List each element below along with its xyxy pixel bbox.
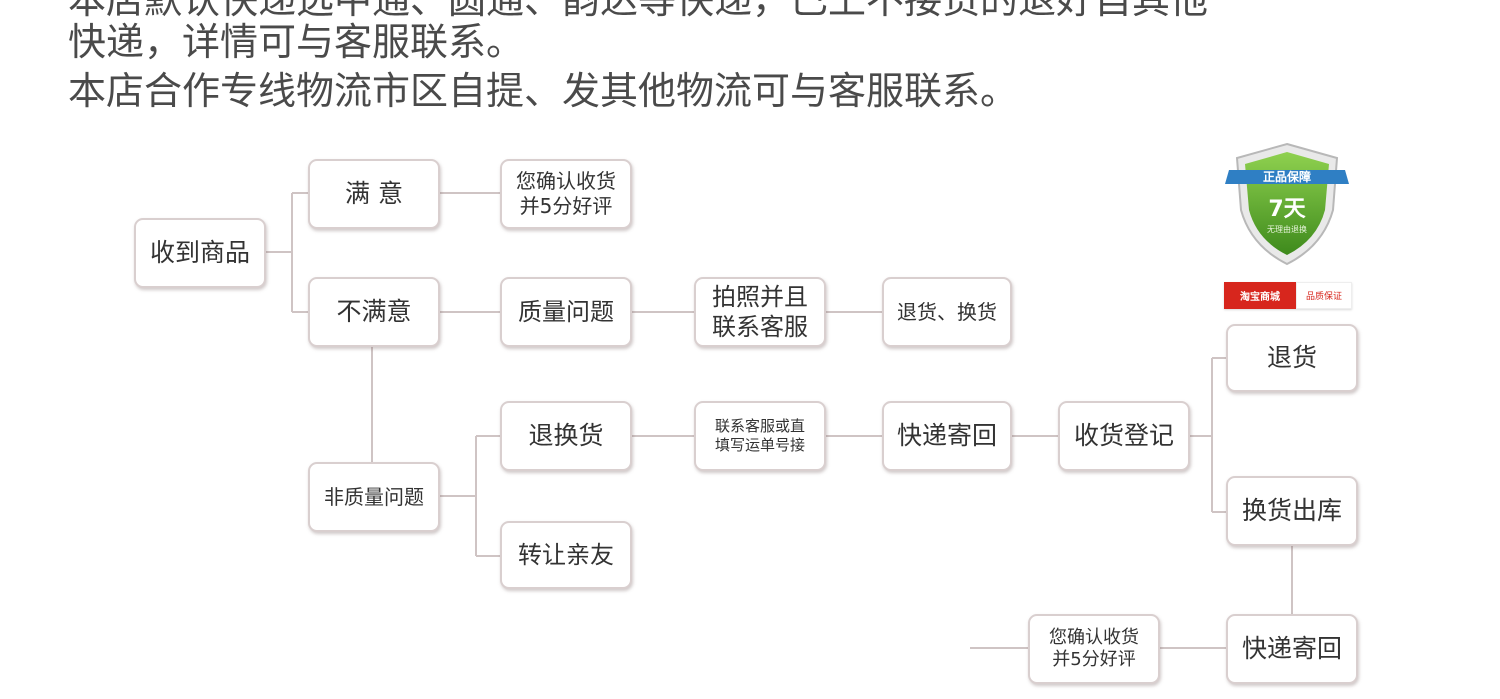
genuine-guarantee-shield-icon: 正品保障 7天 无理由退换	[1225, 142, 1349, 266]
node-receipt-register: 收货登记	[1058, 401, 1190, 471]
node-ship-back-final: 快递寄回	[1226, 614, 1358, 684]
node-photo-contact: 拍照并且 联系客服	[694, 277, 826, 347]
node-satisfied: 满 意	[308, 159, 440, 229]
node-return-exchange: 退货、换货	[882, 277, 1012, 347]
store-logo-tag: 品质保证	[1296, 282, 1352, 309]
node-confirm-receipt-bottom: 您确认收货 并5分好评	[1028, 614, 1160, 684]
node-ship-back: 快递寄回	[882, 401, 1012, 471]
node-contact-fill-waybill: 联系客服或直 填写运单号接	[694, 401, 826, 471]
badge-sub-text: 无理由退换	[1267, 224, 1307, 234]
header-line-1: 本店默认快递选中通、圆通、韵达等快递，已上不接货的退好自其他	[68, 0, 1209, 22]
node-transfer-friends: 转让亲友	[500, 521, 632, 589]
node-unsatisfied: 不满意	[308, 277, 440, 347]
node-return-goods: 退换货	[500, 401, 632, 471]
header-line-2: 快递，详情可与客服联系。	[68, 20, 525, 64]
node-quality-issue: 质量问题	[500, 277, 632, 347]
header-line-3: 本店合作专线物流市区自提、发其他物流可与客服联系。	[68, 69, 1019, 113]
node-non-quality-issue: 非质量问题	[308, 462, 440, 532]
node-exchange-out: 换货出库	[1226, 476, 1358, 546]
badge-ribbon-text: 正品保障	[1263, 169, 1311, 184]
store-logo-name: 淘宝商城	[1224, 282, 1296, 309]
store-logo: 淘宝商城 品质保证	[1224, 282, 1352, 309]
badge-days-text: 7天	[1268, 197, 1306, 222]
node-refund: 退货	[1226, 324, 1358, 392]
node-received: 收到商品	[134, 218, 266, 288]
node-confirm-receipt-top: 您确认收货 并5分好评	[500, 159, 632, 229]
